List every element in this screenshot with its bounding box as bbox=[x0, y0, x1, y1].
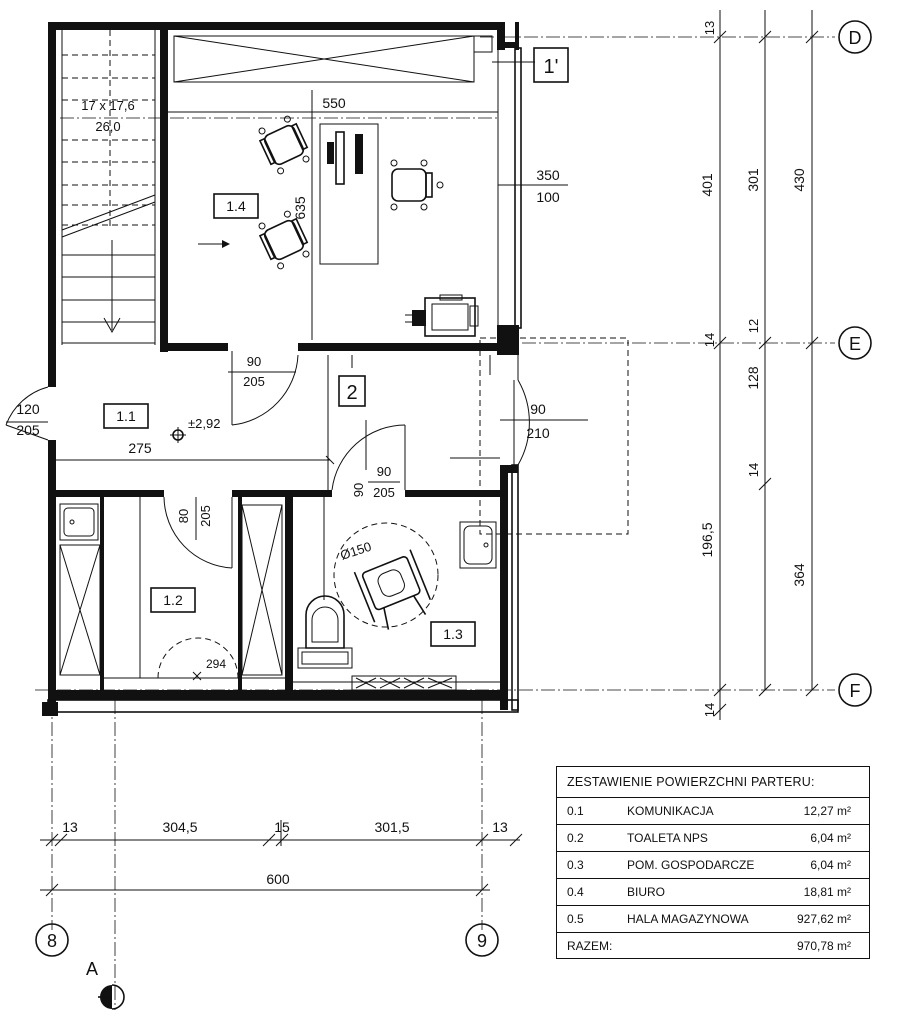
section-label: A bbox=[86, 959, 98, 979]
floor-elevation: ±2,92 bbox=[188, 416, 220, 431]
office-room: 1.4 550 635 350 100 1' bbox=[168, 35, 569, 340]
row-name: KOMUNIKACJA bbox=[627, 804, 714, 818]
wc-door-width: 90 bbox=[377, 464, 391, 479]
row-area: 18,81 m² bbox=[803, 885, 851, 899]
dim-128: 128 bbox=[745, 366, 761, 390]
grid-bubble-8: 8 bbox=[35, 923, 69, 957]
table-row: 0.1 KOMUNIKACJA 12,27 m² bbox=[557, 798, 869, 825]
row-number: 0.5 bbox=[567, 912, 584, 926]
table-total-row: RAZEM: 970,78 m² bbox=[557, 933, 869, 959]
staircase: 17 x 17,6 26,0 bbox=[61, 30, 156, 345]
turning-radius-1-2: 294 bbox=[206, 657, 226, 671]
wheelchair-diameter: Ø150 bbox=[338, 539, 373, 563]
accessible-wc: Ø150 1.3 bbox=[293, 497, 500, 691]
table-row: 0.3 POM. GOSPODARCZE 6,04 m² bbox=[557, 852, 869, 879]
dim-12: 12 bbox=[746, 319, 761, 333]
row-name: POM. GOSPODARCZE bbox=[627, 858, 755, 872]
exit-door-height: 210 bbox=[526, 425, 550, 441]
dim-430: 430 bbox=[791, 168, 807, 192]
wheelchair-icon bbox=[353, 549, 432, 630]
row-area: 6,04 m² bbox=[810, 858, 851, 872]
row-area: 12,27 m² bbox=[803, 804, 851, 818]
table-row: 0.5 HALA MAGAZYNOWA 927,62 m² bbox=[557, 906, 869, 933]
dim-364: 364 bbox=[791, 563, 807, 587]
table-row: 0.4 BIURO 18,81 m² bbox=[557, 879, 869, 906]
corridor-length-dim: 275 bbox=[128, 440, 152, 456]
bottom-dimensions: 13 304,5 15 301,5 13 600 bbox=[40, 819, 523, 897]
entrance-door-width: 120 bbox=[16, 401, 40, 417]
dim-13-right: 13 bbox=[702, 21, 717, 35]
row-area: 927,62 m² bbox=[796, 912, 851, 926]
row-number: 0.1 bbox=[567, 804, 584, 818]
window-width-dim: 350 bbox=[536, 167, 560, 183]
office-depth-dim: 635 bbox=[292, 196, 308, 220]
dim-304-5: 304,5 bbox=[162, 819, 197, 835]
dim-13-bottom-left: 13 bbox=[62, 819, 78, 835]
dim-14-mid: 14 bbox=[746, 463, 761, 477]
room-tag-1-3: 1.3 bbox=[443, 626, 463, 642]
grid-label-f: F bbox=[850, 681, 861, 701]
room-tag-1-1: 1.1 bbox=[116, 408, 136, 424]
area-summary-title: ZESTAWIENIE POWIERZCHNI PARTERU: bbox=[557, 767, 869, 798]
window-sill-dim: 100 bbox=[536, 189, 560, 205]
room-tag-1-4: 1.4 bbox=[226, 198, 246, 214]
row-number: 0.4 bbox=[567, 885, 584, 899]
utility-room: 1.2 294 bbox=[59, 497, 285, 681]
grid-bubble-e: E bbox=[838, 326, 872, 360]
dim-401: 401 bbox=[699, 173, 715, 197]
office-door-width: 90 bbox=[247, 354, 261, 369]
toilet-icon bbox=[297, 595, 353, 669]
row-name: BIURO bbox=[627, 885, 666, 899]
area-summary-table: ZESTAWIENIE POWIERZCHNI PARTERU: 0.1 KOM… bbox=[556, 766, 870, 959]
dim-14-e: 14 bbox=[702, 333, 717, 347]
exit-door-width: 90 bbox=[530, 401, 546, 417]
row-name: TOALETA NPS bbox=[627, 831, 708, 845]
office-width-dim: 550 bbox=[322, 95, 346, 111]
chair-icon bbox=[258, 210, 310, 270]
grid-label-d: D bbox=[849, 28, 862, 48]
printer-icon bbox=[405, 294, 479, 337]
corridor: 90 205 120 205 1.1 ±2,92 275 2 90 bbox=[5, 337, 629, 569]
room-tag-2: 2 bbox=[346, 382, 357, 404]
utility-door-height: 205 bbox=[198, 505, 213, 527]
right-dimensions: 13 401 301 430 14 12 128 14 196,5 364 14 bbox=[699, 10, 819, 720]
room-tag-1-prime: 1' bbox=[544, 56, 559, 78]
grid-bubble-f: F bbox=[838, 673, 872, 707]
office-door-height: 205 bbox=[243, 374, 265, 389]
grid-label-e: E bbox=[849, 334, 861, 354]
interior-walls bbox=[56, 30, 500, 690]
entrance-door-height: 205 bbox=[16, 422, 40, 438]
grid-bubble-9: 9 bbox=[465, 923, 499, 957]
wc-door-height: 205 bbox=[373, 485, 395, 500]
room-tag-1-2: 1.2 bbox=[163, 592, 183, 608]
grid-bubble-d: D bbox=[838, 20, 872, 54]
row-area: 6,04 m² bbox=[810, 831, 851, 845]
stairs-size-label: 17 x 17,6 bbox=[81, 98, 135, 113]
stairs-slope-label: 26,0 bbox=[95, 119, 120, 134]
chair-icon bbox=[390, 159, 444, 211]
dim-15: 15 bbox=[274, 819, 290, 835]
row-number: 0.2 bbox=[567, 831, 584, 845]
dim-600: 600 bbox=[266, 871, 290, 887]
dim-301-5: 301,5 bbox=[374, 819, 409, 835]
section-mark: A bbox=[86, 959, 125, 1010]
dim-13-bottom-right: 13 bbox=[492, 819, 508, 835]
table-row: 0.2 TOALETA NPS 6,04 m² bbox=[557, 825, 869, 852]
dim-196-5: 196,5 bbox=[699, 522, 715, 557]
grid-label-8: 8 bbox=[47, 931, 57, 951]
total-label: RAZEM: bbox=[567, 939, 613, 953]
total-area: 970,78 m² bbox=[796, 939, 851, 953]
wc-door-width-vertical: 90 bbox=[351, 483, 366, 497]
grid-label-9: 9 bbox=[477, 931, 487, 951]
dim-301: 301 bbox=[745, 168, 761, 192]
row-name: HALA MAGAZYNOWA bbox=[627, 912, 749, 926]
exterior-walls bbox=[42, 22, 522, 716]
utility-door-width: 80 bbox=[176, 509, 191, 523]
row-number: 0.3 bbox=[567, 858, 584, 872]
dim-14-f: 14 bbox=[702, 703, 717, 717]
chair-icon bbox=[258, 115, 310, 175]
